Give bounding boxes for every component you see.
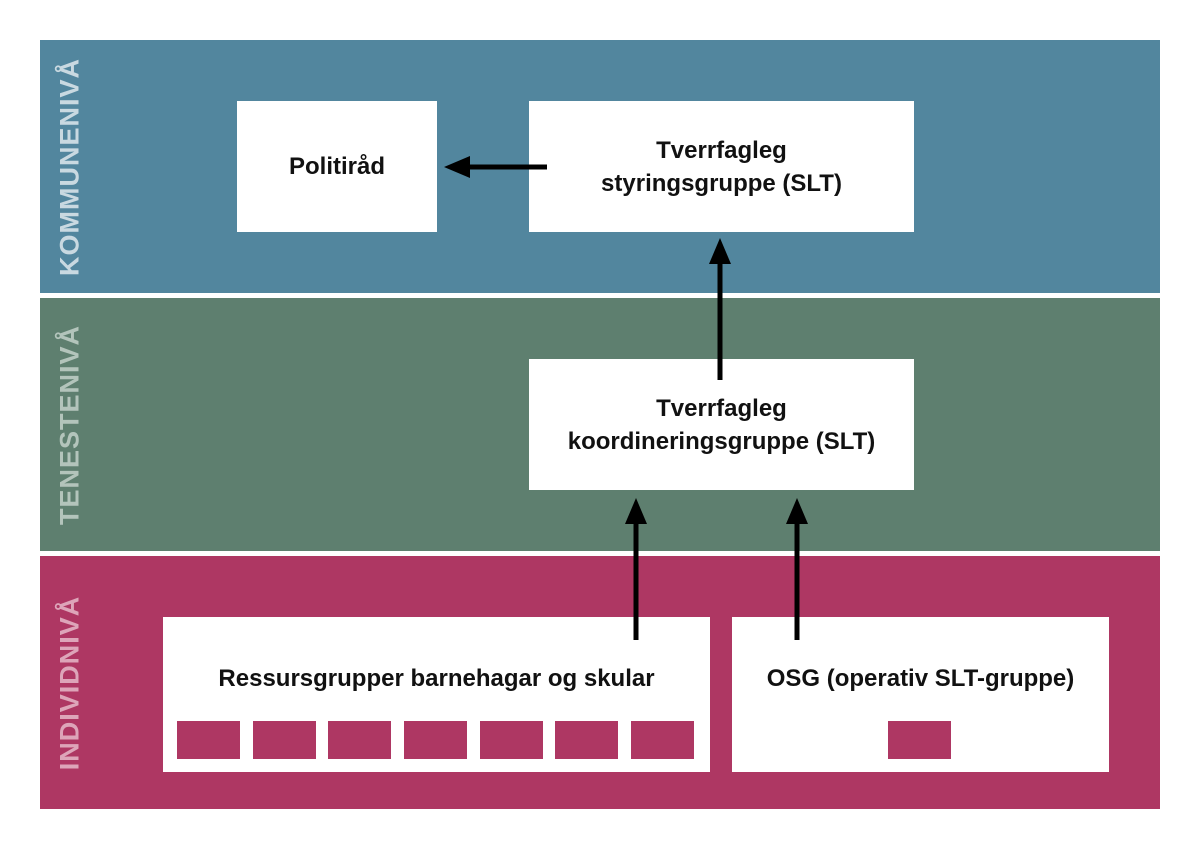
politirad-text: Politiråd [288, 153, 385, 180]
arrow-to-styringsgruppe [709, 238, 731, 380]
osg-text: OSG (operativ SLT-gruppe) [766, 665, 1075, 692]
ressursgruppe-unit [177, 721, 240, 759]
ressursgruppe-unit [480, 721, 543, 759]
ressursgruppe-unit [404, 721, 467, 759]
ressursgruppe-unit [631, 721, 694, 759]
arrow-ressursgrupper-to-koordinering [625, 498, 647, 640]
ressursgrupper-box: Ressursgrupper barnehagar og skular [163, 617, 710, 772]
ressursgruppe-unit [555, 721, 618, 759]
osg-unit [888, 721, 951, 759]
ressursgruppe-unit [253, 721, 316, 759]
ressursgruppe-unit [328, 721, 391, 759]
arrow-to-politirad [444, 156, 547, 178]
styringsgruppe-text: Tverrfagleg styringsgruppe (SLT) [601, 136, 842, 197]
osg-box: OSG (operativ SLT-gruppe) [732, 617, 1109, 772]
koordineringsgruppe-box: Tverrfagleg koordineringsgruppe (SLT) [529, 359, 914, 490]
arrow-osg-to-koordinering [786, 498, 808, 640]
politirad-box: Politiråd [237, 101, 437, 232]
styringsgruppe-box: Tverrfagleg styringsgruppe (SLT) [529, 101, 914, 232]
ressursgrupper-text: Ressursgrupper barnehagar og skular [218, 665, 655, 692]
koordineringsgruppe-text: Tverrfagleg koordineringsgruppe (SLT) [567, 394, 876, 455]
